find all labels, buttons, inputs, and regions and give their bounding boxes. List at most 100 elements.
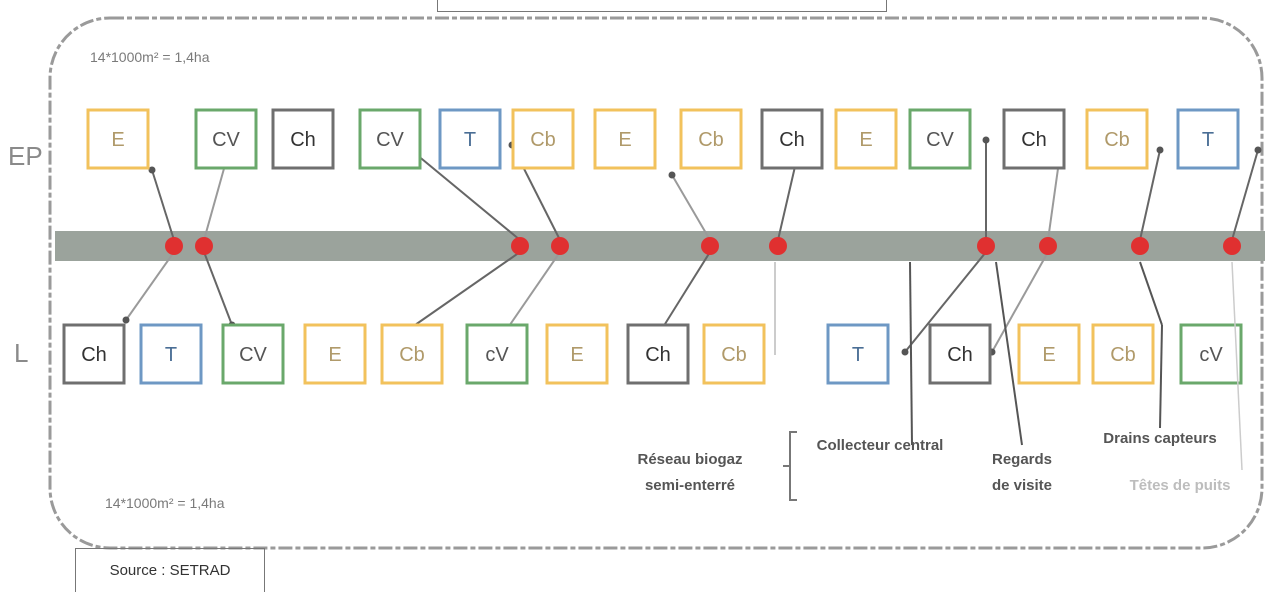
legend-regards-line2: de visite [992, 477, 1052, 494]
bottom-cell-4 [303, 323, 367, 385]
legend-drains: Drains capteurs [1103, 430, 1216, 447]
regard-dot-3 [511, 237, 529, 255]
regards-pointer [995, 261, 1023, 446]
well-head-16 [901, 348, 909, 356]
bottom-cell-label-3: CV [239, 344, 267, 366]
bottom-cell-label-14: cV [1199, 344, 1223, 366]
regard-dot-7 [977, 237, 995, 255]
bottom-cell-8 [626, 323, 690, 385]
top-cell-10 [834, 108, 898, 170]
well-head-1 [148, 166, 156, 174]
area-label-bottom: 14*1000m² = 1,4ha [105, 495, 225, 511]
regard-dot-1 [165, 237, 183, 255]
regard-dot-2 [195, 237, 213, 255]
top-cell-9 [760, 108, 824, 170]
bottom-cell-10 [826, 323, 890, 385]
drain-line-5 [671, 174, 711, 241]
legend-reseau-line2: semi-enterré [645, 477, 735, 494]
legend-regards-line1: Regards [992, 451, 1052, 468]
top-cell-label-9: Ch [779, 129, 805, 151]
well-head-10 [1254, 146, 1262, 154]
top-cell-11 [908, 108, 972, 170]
top-cell-label-3: Ch [290, 129, 316, 151]
top-cell-label-4: CV [376, 129, 404, 151]
legend-collecteur: Collecteur central [817, 437, 944, 454]
collecteur-pointer [909, 261, 913, 446]
bottom-cell-1 [62, 323, 126, 385]
site-boundary [48, 16, 1264, 550]
drain-line-9 [1139, 149, 1161, 241]
row-label-l: L [14, 338, 28, 368]
drain-line-3 [404, 144, 521, 241]
drain-line-1 [151, 169, 175, 241]
top-cell-14 [1176, 108, 1240, 170]
top-cell-label-14: T [1202, 129, 1214, 151]
drain-line-17 [991, 251, 1049, 353]
top-cell-label-11: CV [926, 129, 954, 151]
bottom-cell-9 [702, 323, 766, 385]
top-cell-label-6: Cb [530, 129, 556, 151]
top-cell-label-10: E [859, 129, 872, 151]
row-label-ep: EP [8, 141, 43, 171]
well-head-5 [668, 171, 676, 179]
regard-dot-9 [1131, 237, 1149, 255]
bottom-cell-label-7: E [570, 344, 583, 366]
top-cell-13 [1085, 108, 1149, 170]
legend-reseau-line1: Réseau biogaz [637, 451, 742, 468]
bottom-cell-label-4: E [328, 344, 341, 366]
regards-de-visite [165, 237, 1241, 255]
legend-tetes: Têtes de puits [1130, 477, 1231, 494]
bottom-cell-label-9: Cb [721, 344, 747, 366]
bottom-cell-11 [928, 323, 992, 385]
top-cell-label-2: CV [212, 129, 240, 151]
drain-line-12 [203, 251, 233, 326]
tetes-pointer [1231, 261, 1243, 471]
bottom-cell-label-11: Ch [947, 344, 973, 366]
top-cell-label-1: E [111, 129, 124, 151]
top-cell-8 [679, 108, 743, 170]
central-collector-pipe [55, 231, 1265, 261]
bottom-cell-14 [1179, 323, 1243, 385]
top-cell-12 [1002, 108, 1066, 170]
bottom-cell-label-10: T [852, 344, 864, 366]
source-box: Source : SETRAD [75, 548, 265, 592]
top-cell-4 [358, 108, 422, 170]
top-cell-3 [271, 108, 335, 170]
drain-line-11 [125, 251, 175, 321]
top-cell-label-8: Cb [698, 129, 724, 151]
regard-dot-5 [701, 237, 719, 255]
bottom-cell-label-2: T [165, 344, 177, 366]
bottom-cell-7 [545, 323, 609, 385]
top-cell-label-5: T [464, 129, 476, 151]
regard-dot-4 [551, 237, 569, 255]
regard-dot-8 [1039, 237, 1057, 255]
bottom-cell-label-6: cV [485, 344, 509, 366]
drain-line-10 [1231, 149, 1259, 241]
bottom-cell-label-13: Cb [1110, 344, 1136, 366]
drain-line-15 [659, 251, 711, 333]
top-cell-2 [194, 108, 258, 170]
bottom-cell-label-1: Ch [81, 344, 107, 366]
source-label: Source : SETRAD [109, 562, 231, 579]
bottom-cell-2 [139, 323, 203, 385]
bottom-cell-label-8: Ch [645, 344, 671, 366]
bottom-cell-6 [465, 323, 529, 385]
top-cell-6 [511, 108, 575, 170]
top-cell-7 [593, 108, 657, 170]
drain-line-14 [504, 251, 561, 333]
drain-line-16 [904, 251, 987, 353]
well-head-9 [1156, 146, 1164, 154]
bottom-cell-3 [221, 323, 285, 385]
regard-dot-6 [769, 237, 787, 255]
top-frame-box [437, 0, 887, 12]
bottom-cell-13 [1091, 323, 1155, 385]
bottom-cell-5 [380, 323, 444, 385]
bottom-cell-12 [1017, 323, 1081, 385]
bottom-cell-label-12: E [1042, 344, 1055, 366]
legend-bracket [783, 431, 797, 501]
top-cell-5 [438, 108, 502, 170]
well-head-11 [122, 316, 130, 324]
